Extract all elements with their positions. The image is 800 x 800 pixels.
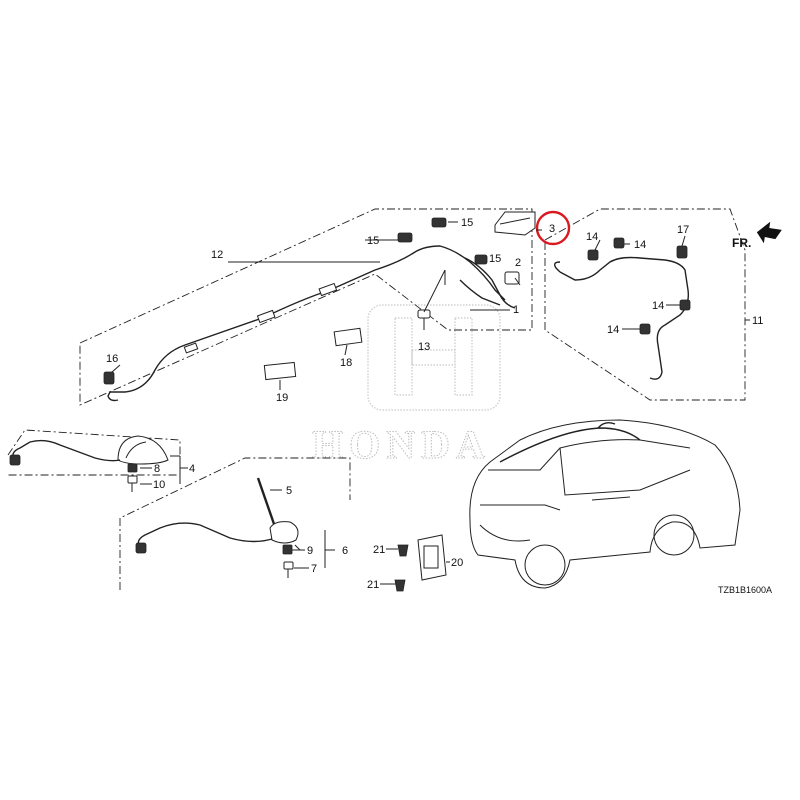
clip-15: [431, 217, 447, 228]
callout-9: 9: [307, 545, 313, 557]
bolt-7: [283, 561, 294, 578]
vehicle-outline: [469, 419, 741, 589]
callout-15: 15: [489, 253, 501, 265]
clip-14: [613, 237, 625, 249]
front-cable: [559, 256, 690, 380]
callout-6: 6: [342, 545, 348, 557]
shark-fin-antenna: [117, 435, 169, 465]
callout-14: 14: [652, 300, 664, 312]
clip-14: [679, 299, 691, 311]
callout-16: 16: [106, 353, 118, 365]
direction-label: FR.: [732, 236, 751, 250]
clip-15: [397, 232, 413, 243]
pad-18: [333, 327, 363, 347]
diagram-code: TZB1B1600A: [718, 585, 772, 595]
rod-5: [256, 477, 276, 525]
callout-12: 12: [211, 249, 223, 261]
clip-21: [394, 579, 406, 592]
nut-8: [127, 463, 138, 473]
callout-4: 4: [189, 463, 195, 475]
callout-7: 7: [311, 563, 317, 575]
cable-sleeve: [318, 282, 338, 297]
callout-8: 8: [154, 463, 160, 475]
callout-21: 21: [373, 544, 385, 556]
cable-6-connector: [135, 542, 147, 554]
callout-2: 2: [515, 257, 521, 269]
antenna-cable: [12, 439, 121, 462]
front-direction-arrow: FR.: [732, 221, 782, 250]
leader-lines: [170, 221, 750, 568]
callout-numbers: 1 2 3 4 5 6 7 8 9 10 11 12 13 14 14 14 1…: [106, 217, 763, 591]
nut-9: [282, 544, 293, 555]
callout-15: 15: [461, 217, 473, 229]
callout-14: 14: [634, 239, 646, 251]
group-11-outline: [544, 208, 746, 401]
front-cable-end: [553, 261, 561, 273]
callout-19: 19: [276, 392, 288, 404]
callout-14: 14: [586, 231, 598, 243]
group-6-outline: [119, 457, 351, 590]
branch-cable: [459, 279, 501, 306]
control-unit-20: [417, 534, 447, 581]
callout-18: 18: [340, 357, 352, 369]
cable-sleeve: [256, 309, 276, 324]
callout-17: 17: [677, 224, 689, 236]
cable-6: [137, 522, 276, 549]
rear-cable-end: [107, 391, 119, 402]
module-3: [494, 211, 536, 236]
highlight-circle-3: [535, 210, 571, 246]
antenna-connector: [9, 454, 21, 466]
callout-1: 1: [513, 304, 519, 316]
clip-15: [474, 254, 488, 265]
connector-2: [504, 271, 520, 285]
honda-watermark-text: HONDA: [312, 422, 491, 467]
callout-10: 10: [153, 479, 165, 491]
callout-21: 21: [367, 579, 379, 591]
bolt-10: [127, 475, 138, 492]
clip-16: [103, 371, 115, 385]
clip-14: [639, 323, 651, 335]
callout-3: 3: [549, 223, 555, 235]
branch-cable: [464, 257, 516, 309]
clip-21: [397, 544, 409, 557]
callout-14: 14: [607, 324, 619, 336]
short-leaders: [111, 235, 686, 585]
base-6: [269, 521, 299, 544]
callout-5: 5: [286, 485, 292, 497]
callout-20: 20: [451, 557, 463, 569]
rear-cable: [110, 245, 506, 393]
callout-15: 15: [367, 235, 379, 247]
callout-11: 11: [752, 315, 763, 327]
clip-14: [587, 249, 599, 261]
bolt-13: [417, 309, 431, 330]
cable-sleeve: [183, 342, 199, 354]
group-12-outline: [79, 208, 533, 406]
pad-19: [263, 361, 297, 381]
honda-watermark: HONDA: [312, 304, 501, 468]
clip-17: [676, 245, 688, 259]
callout-13: 13: [418, 341, 430, 353]
